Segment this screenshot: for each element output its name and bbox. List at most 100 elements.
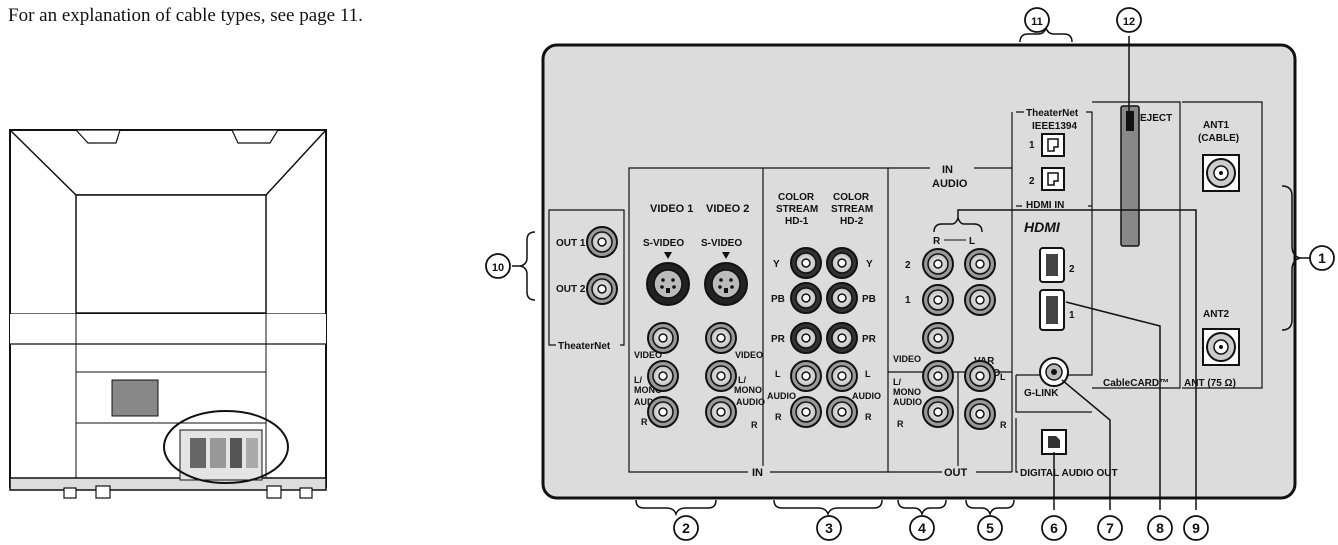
ant1-cable-label: (CABLE): [1198, 133, 1239, 144]
y-label-left: Y: [773, 259, 780, 270]
var-r-label: R: [1000, 420, 1007, 430]
in2-audio-l-jack: [964, 248, 996, 280]
callout-label-4: 4: [918, 520, 926, 536]
callout-label-11: 11: [1031, 16, 1043, 28]
ant-ohm-label: ANT (75 Ω): [1184, 378, 1236, 389]
video1-video-jack: [647, 322, 679, 354]
video1-audio-l-jack: [647, 360, 679, 392]
out-audio-r-jack: [922, 396, 954, 428]
svideo2-label: S-VIDEO: [701, 238, 742, 249]
r-label-left: R: [641, 417, 648, 427]
theaternet-ieee-label: TheaterNet: [1026, 108, 1079, 119]
video2-audio-r-jack: [705, 396, 737, 428]
out1-label: OUT 1: [556, 238, 586, 249]
out-video-label: VIDEO: [893, 354, 921, 364]
hd1-pr-jack: [790, 322, 822, 354]
hd1-audio-r-jack: [790, 396, 822, 428]
l-label-cs-left: L: [775, 369, 781, 379]
jack-layer: [586, 226, 996, 430]
hd2-label: HD-2: [840, 216, 864, 227]
in2-audio-r-jack: [922, 248, 954, 280]
callout-label-10: 10: [492, 262, 504, 274]
out-video-jack: [922, 322, 954, 354]
var-audio-r-jack: [964, 398, 996, 430]
video1-audio-r-jack: [647, 396, 679, 428]
eject-label: EJECT: [1140, 113, 1172, 124]
callout-label-5: 5: [986, 520, 994, 536]
glink-label: G-LINK: [1024, 388, 1059, 399]
audio-label-cs-right: AUDIO: [852, 391, 881, 401]
r-label-cs-left: R: [775, 412, 782, 422]
theaternet-out-label: TheaterNet: [558, 341, 611, 352]
l-label-cs-right: L: [865, 369, 871, 379]
var-audio-l-jack: [964, 360, 996, 392]
lmono-label-left: L/: [634, 375, 642, 385]
callout-6: 6: [1041, 515, 1067, 541]
hd2-pb-jack: [826, 282, 858, 314]
caption-text: For an explanation of cable types, see p…: [8, 5, 363, 26]
colorstream-section: COLOR COLOR STREAM STREAM HD-1 HD-2 Y Y …: [767, 192, 881, 422]
audio-label-cs-left: AUDIO: [767, 391, 796, 401]
video2-label: VIDEO 2: [706, 203, 749, 215]
r-label-right: R: [751, 420, 758, 430]
pr-label-left: PR: [771, 334, 786, 345]
video2-video-jack: [705, 322, 737, 354]
callout-5: 5: [977, 515, 1003, 541]
pr-label-right: PR: [862, 334, 877, 345]
hd1-y-jack: [790, 247, 822, 279]
y-label-right: Y: [866, 259, 873, 270]
in-audio-r-label: R: [933, 236, 941, 247]
theaternet-out-section: OUT 1 OUT 2 TheaterNet: [556, 238, 620, 352]
callout-7: 7: [1097, 515, 1123, 541]
in1-audio-r-jack: [922, 284, 954, 316]
in-label-bottom: IN: [752, 467, 763, 479]
out-lmono-l-label: L/: [893, 377, 901, 387]
out-audio-l-jack: [922, 360, 954, 392]
callout-10: 10: [485, 253, 511, 279]
stream-label-2: STREAM: [831, 204, 873, 215]
out-lmono-mono-label: MONO: [893, 387, 921, 397]
r-label-cs-right: R: [865, 412, 872, 422]
out2-label: OUT 2: [556, 284, 586, 295]
callout-2: 2: [673, 515, 699, 541]
callout-9: 9: [1183, 515, 1209, 541]
hdmi-port1-label: 1: [1069, 310, 1075, 321]
callout-8: 8: [1147, 515, 1173, 541]
callout-label-1: 1: [1318, 250, 1326, 266]
ieee-port1-label: 1: [1029, 140, 1035, 151]
in-audio-label-2: AUDIO: [932, 178, 968, 190]
ieee-port2-label: 2: [1029, 176, 1035, 187]
theaternet-out2-jack: [586, 273, 618, 305]
callout-label-6: 6: [1050, 520, 1058, 536]
callout-leaders: [512, 25, 1312, 517]
callout-label-12: 12: [1123, 16, 1135, 28]
hdmi-logo: HDMI: [1024, 219, 1061, 235]
var-l-label: L: [1000, 372, 1006, 382]
hdmi-port2-label: 2: [1069, 264, 1075, 275]
ieee-hdmi-section: TheaterNet IEEE1394 1 2 HDMI IN HDMI 2 1…: [1018, 106, 1118, 480]
stream-label-1: STREAM: [776, 204, 818, 215]
callout-label-3: 3: [825, 520, 833, 536]
hd2-pr-jack: [826, 322, 858, 354]
digital-audio-out-label: DIGITAL AUDIO OUT: [1020, 468, 1118, 479]
hd1-label: HD-1: [785, 216, 809, 227]
callout-label-8: 8: [1156, 520, 1164, 536]
color-label-1: COLOR: [778, 192, 815, 203]
in-audio-row2-label: 2: [905, 260, 911, 271]
ant1-label: ANT1: [1203, 120, 1230, 131]
tv-rear-illustration: [9, 129, 327, 499]
pb-label-right: PB: [862, 294, 876, 305]
in1-audio-l-jack: [964, 284, 996, 316]
lmono-label-right: L/: [738, 375, 746, 385]
hdmi-in-label: HDMI IN: [1026, 200, 1064, 211]
ieee1394-label: IEEE1394: [1032, 121, 1077, 132]
antenna-section: ANT1 (CABLE) ANT2 ANT (75 Ω): [1184, 120, 1240, 389]
hd1-pb-jack: [790, 282, 822, 314]
theaternet-out1-jack: [586, 226, 618, 258]
out-label-bottom: OUT: [944, 467, 968, 479]
callout-label-7: 7: [1106, 520, 1114, 536]
video1-label: VIDEO 1: [650, 203, 693, 215]
pb-label-left: PB: [771, 294, 785, 305]
hd1-audio-l-jack: [790, 360, 822, 392]
svideo1-jack: [646, 262, 690, 306]
